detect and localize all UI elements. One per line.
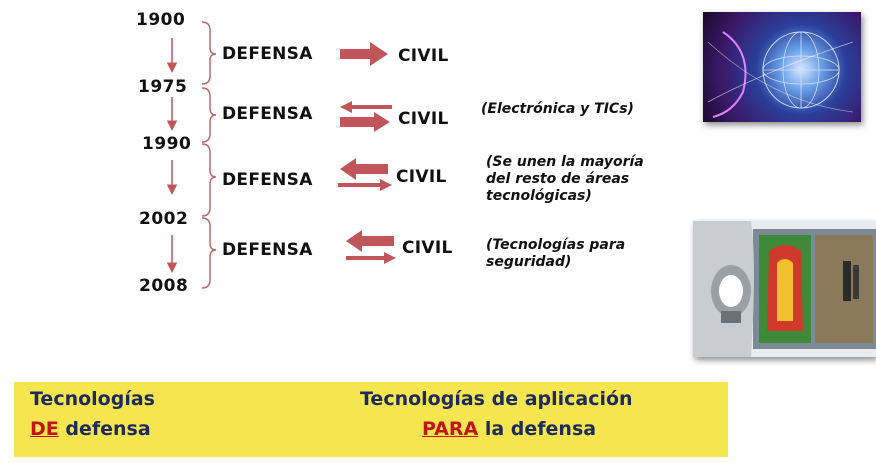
banner-right-rest: la defensa xyxy=(478,418,597,440)
globe-image xyxy=(703,12,861,122)
banner-right-line1: Tecnologías de aplicación xyxy=(360,388,633,410)
banner-left-rest: defensa xyxy=(58,418,151,440)
year-2008: 2008 xyxy=(139,276,189,296)
globe-icon xyxy=(707,31,854,118)
year-2002: 2002 xyxy=(139,209,189,229)
arrow-defensa-to-civil-thin xyxy=(338,179,392,191)
row4-note-line2: seguridad) xyxy=(486,254,572,270)
scanner-icon xyxy=(693,221,876,357)
brace-4 xyxy=(201,217,217,289)
row3-note-line2: del resto de áreas xyxy=(486,171,630,187)
banner-right-emphasis: PARA xyxy=(422,418,479,440)
row1-defensa: DEFENSA xyxy=(222,44,313,64)
arrow-civil-to-defensa-thick xyxy=(340,158,388,180)
arrow-defensa-to-civil-thin-2 xyxy=(346,252,396,264)
row2-civil: CIVIL xyxy=(398,109,449,129)
row2-defensa: DEFENSA xyxy=(222,104,313,124)
row3-note-line1: (Se unen la mayoría xyxy=(486,154,644,170)
year-1990: 1990 xyxy=(142,134,192,154)
row3-defensa: DEFENSA xyxy=(222,170,313,190)
banner-left-emphasis: DE xyxy=(30,418,59,440)
banner-right-line2: PARA la defensa xyxy=(422,418,596,440)
row3-note: (Se unen la mayoría del resto de áreas t… xyxy=(486,154,644,205)
arrow-defensa-to-civil-thick xyxy=(340,112,390,132)
year-1900: 1900 xyxy=(136,10,186,30)
row4-note-line1: (Tecnologías para xyxy=(486,237,626,253)
brace-1 xyxy=(201,21,217,85)
brace-2 xyxy=(201,87,217,143)
banner-left-line2: DE defensa xyxy=(30,418,151,440)
security-scanner-image xyxy=(693,221,876,357)
row3-note-line3: tecnológicas) xyxy=(486,188,592,204)
row4-defensa: DEFENSA xyxy=(222,240,313,260)
row3-civil: CIVIL xyxy=(396,167,447,187)
arrow-defensa-to-civil xyxy=(340,42,388,66)
summary-banner: Tecnologías DE defensa Tecnologías de ap… xyxy=(14,382,728,457)
row4-civil: CIVIL xyxy=(402,238,453,258)
arrow-civil-to-defensa-thick-2 xyxy=(346,230,394,252)
year-1975: 1975 xyxy=(138,77,188,97)
row2-note: (Electrónica y TICs) xyxy=(481,101,634,117)
brace-3 xyxy=(201,143,217,217)
banner-left-line1: Tecnologías xyxy=(30,388,155,410)
row1-civil: CIVIL xyxy=(398,46,449,66)
arrow-civil-to-defensa-thin xyxy=(340,101,392,113)
row4-note: (Tecnologías para seguridad) xyxy=(486,237,625,271)
